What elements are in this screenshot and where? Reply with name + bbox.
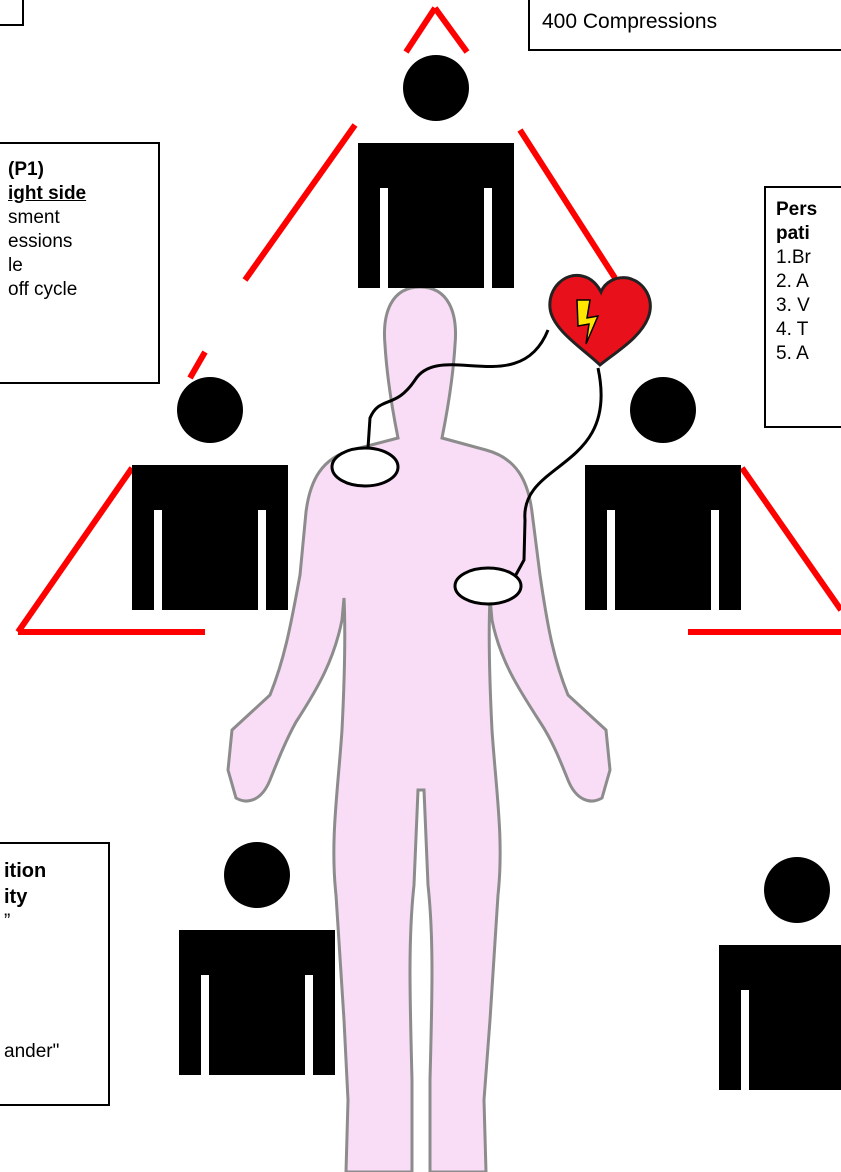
compressions-box: 400 Compressions: [528, 0, 841, 51]
person-icon: [132, 377, 288, 610]
p1-step: sment: [8, 206, 158, 230]
person-icon: [358, 55, 514, 288]
aed-pad-lower: [455, 568, 521, 604]
task-item: 4. T: [776, 318, 841, 342]
person-icon: [585, 377, 741, 610]
tasks-title: Pers: [776, 198, 841, 222]
position-title: ition: [4, 858, 108, 884]
task-item: 3. V: [776, 294, 841, 318]
p1-title: (P1): [8, 158, 158, 182]
p1-instructions-box: (P1) ight side sment essions le off cycl…: [0, 142, 160, 384]
top-triangle-apex: [406, 8, 467, 52]
compressions-text: 400 Compressions: [542, 10, 841, 34]
task-item: 2. A: [776, 270, 841, 294]
top-left-box-fragment: [0, 0, 24, 26]
person-icon: [179, 842, 335, 1075]
person-icon: [719, 857, 841, 1090]
p1-step: off cycle: [8, 278, 158, 302]
tasks-subtitle: pati: [776, 222, 841, 246]
position-bystander: ander": [4, 1040, 108, 1064]
aed-pad-upper: [332, 448, 398, 486]
patient-tasks-box: Pers pati 1.Br 2. A 3. V 4. T 5. A: [764, 186, 841, 428]
task-item: 5. A: [776, 342, 841, 366]
position-quote: ”: [4, 910, 108, 934]
position-subtitle: ity: [4, 884, 108, 910]
p1-step: le: [8, 254, 158, 278]
p1-step: essions: [8, 230, 158, 254]
task-item: 1.Br: [776, 246, 841, 270]
heart-icon: [550, 275, 650, 365]
position-box: ition ity ” ander": [0, 842, 110, 1106]
p1-position: ight side: [8, 182, 158, 206]
